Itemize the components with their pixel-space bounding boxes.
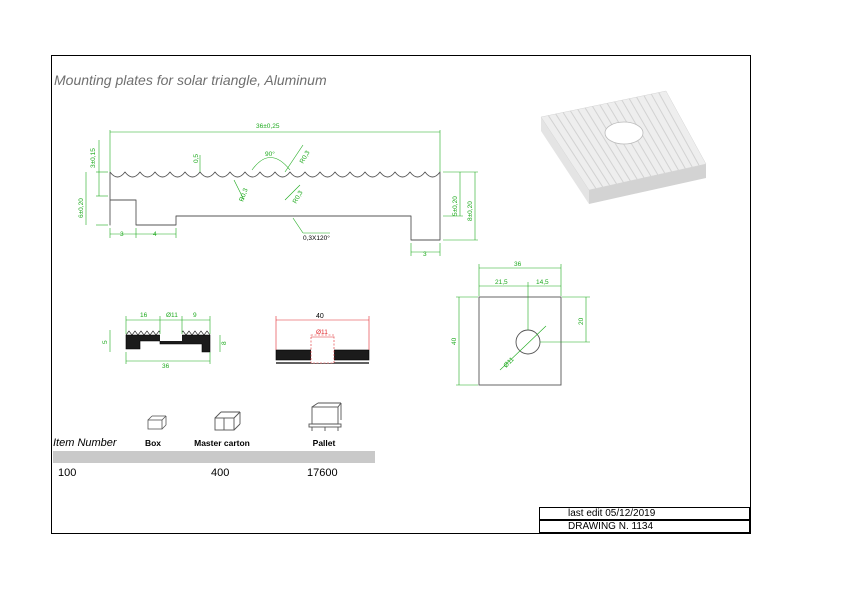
section-1-hole [160, 330, 182, 341]
drawing-frame [51, 55, 751, 534]
plate-3d-ridge [569, 110, 617, 185]
section-view-1 [109, 316, 221, 364]
dim-chamfer: 0,3X120° [303, 234, 330, 242]
box-icon [147, 415, 167, 430]
plate-3d-ridge [555, 113, 604, 188]
profile-outline [109, 171, 441, 241]
plate-3d-ridge [584, 107, 631, 182]
pallet-icon [308, 402, 342, 431]
section-1-profile [125, 334, 211, 353]
dim-top-offset: 20 [578, 317, 585, 325]
plate-3d-front-left [541, 117, 589, 204]
last-edit-cell: last edit 05/12/2019 [539, 507, 750, 520]
dim-s1-total: 36 [162, 363, 170, 370]
dim-left-height-top: 3±0,15 [90, 148, 97, 168]
dim-s1-hole: Ø11 [166, 312, 178, 319]
dim-left-step: 3 [120, 231, 124, 238]
dim-radius-mid: R0,3 [238, 187, 249, 203]
plate-3d-render [540, 90, 707, 204]
dim-top-right: 14,5 [536, 279, 549, 286]
top-view-hole [515, 329, 541, 355]
dim-right-foot: 3 [423, 251, 427, 258]
dim-s2-total: 40 [316, 313, 324, 320]
dim-right-height: 8±0,20 [467, 201, 474, 221]
plate-3d-ridge [577, 109, 624, 183]
item-number-header: Item Number [53, 437, 117, 449]
plate-3d-front-right [589, 164, 706, 204]
master-carton-header: Master carton [194, 438, 250, 448]
profile-view [85, 130, 478, 256]
dim-top-hole: Ø11 [502, 356, 516, 370]
dim-right-height-top: 5±0,20 [452, 196, 459, 216]
section-2-hole [310, 334, 335, 364]
dim-overall-width: 36±0,25 [256, 123, 280, 130]
dim-top-left: 21,5 [495, 279, 508, 286]
master-carton-value: 400 [211, 467, 230, 479]
dim-s1-left: 16 [140, 312, 148, 319]
plate-3d-ridge [547, 115, 597, 189]
section-view-2 [275, 316, 370, 364]
dim-groove-depth: 0,5 [193, 154, 200, 163]
plate-3d-ridge [650, 93, 693, 168]
plate-3d-ridge [621, 99, 666, 174]
plate-3d-ridge [643, 95, 686, 169]
dim-s1-right: 9 [193, 312, 197, 319]
dim-s1-right-height: 8 [221, 341, 228, 345]
dim-top-height: 40 [451, 337, 458, 345]
dim-top-width: 36 [514, 261, 522, 268]
top-view-plate [478, 296, 562, 386]
dim-left-height: 6±0,20 [78, 198, 85, 218]
plate-3d-ridge [658, 92, 700, 166]
table-divider-bar [53, 451, 375, 463]
top-view [456, 264, 590, 386]
pallet-header: Pallet [312, 438, 336, 448]
dim-radius-top: R0,3 [299, 149, 312, 165]
dim-s1-height: 5 [102, 340, 109, 344]
plate-3d-ridge [628, 98, 673, 172]
plate-3d-ridge [562, 112, 611, 186]
item-number-value: 100 [58, 467, 77, 479]
master-carton-icon [214, 411, 241, 431]
plate-3d-ridge [636, 96, 679, 171]
drawing-number-cell: DRAWING N. 1134 [539, 520, 750, 533]
box-header: Box [144, 438, 162, 448]
dim-groove-angle: 90° [265, 150, 275, 158]
dim-left-gap: 4 [153, 231, 157, 238]
drawing-title: Mounting plates for solar triangle, Alum… [54, 72, 327, 88]
dim-s2-hole: Ø11 [316, 329, 328, 336]
pallet-value: 17600 [307, 467, 338, 479]
plate-3d-hole [604, 121, 644, 145]
